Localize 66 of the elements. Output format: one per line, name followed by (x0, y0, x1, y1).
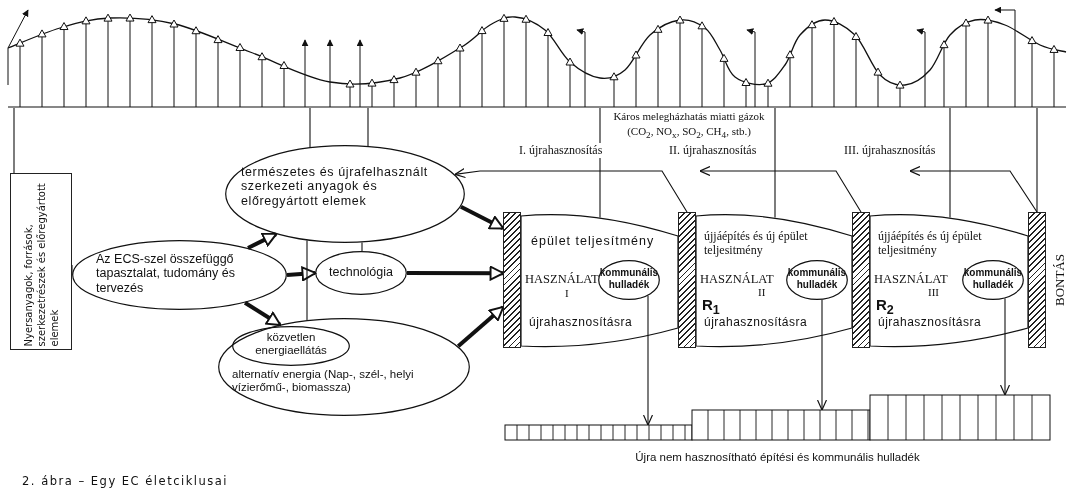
ellipse-label: alternatív energia (Nap-, szél-, helyi vízierőmű-, biomassza) (232, 368, 415, 395)
arrow (460, 204, 505, 231)
connector-line (309, 107, 311, 148)
life-stage-block (521, 212, 678, 348)
arrow (407, 265, 505, 281)
ellipse-node (218, 318, 470, 416)
ellipse-label: technológia (328, 265, 394, 280)
ellipse-label: Az ECS-szel összefüggő tapasztalat, tudomány és tervezés (96, 252, 236, 296)
edge-label: II. újrahasznosítás (668, 143, 758, 158)
stage-label: újrahasznosításra (704, 316, 808, 330)
arrow (642, 295, 654, 426)
stage-label: HASZNÁLAT (700, 272, 774, 287)
arrow (909, 165, 1038, 213)
ellipse-label: természetes és újrafelhasznált szerkezeti anyagok és előregyártott elemek (241, 165, 429, 209)
stage-label: újrahasznosításra (529, 316, 633, 330)
arrow (243, 301, 282, 327)
connector-line (367, 107, 369, 147)
ellipse-node (225, 145, 465, 243)
stage-label: újjáépítés és új épület teljesitmény (704, 230, 809, 258)
bar-caption: Újra nem hasznosítható építési és kommunális hulladék (634, 451, 921, 463)
life-stage-block (696, 212, 852, 348)
ellipse-label: közvetlen energiaellátás (254, 331, 328, 358)
stage-label: III (928, 286, 939, 299)
waste-bar (505, 395, 1050, 463)
ellipse-node (315, 251, 407, 295)
connector-line (13, 107, 15, 174)
ellipse-label: kommunális hulladék (786, 267, 848, 290)
stage-label: R$_{2}$ (876, 296, 894, 317)
ellipse-label: kommunális hulladék (599, 267, 660, 290)
ellipse-node (962, 260, 1024, 300)
arrow (816, 299, 828, 411)
connector-line (949, 107, 951, 218)
arrow (699, 165, 862, 213)
stage-label: I (565, 287, 569, 300)
arrow (456, 305, 505, 348)
stage-label: R$_{1}$ (702, 296, 720, 317)
hatched-wall (678, 212, 696, 348)
side-label: BONTÁS (1052, 253, 1068, 308)
stage-label: épület teljesítmény (531, 234, 655, 249)
stage-label: újjáépítés és új épület teljesitmény (878, 230, 983, 258)
arrow (247, 232, 278, 250)
connector-line (774, 107, 776, 218)
connector-line (361, 241, 363, 252)
stage-label: újrahasznosításra (878, 316, 982, 330)
figure-caption: 2. ábra – Egy EC életciklusai (22, 474, 229, 488)
hatched-wall (852, 212, 870, 348)
rotated-label: Nyersanyagok, források, szerkezetrészek és előregyártott elemek (21, 181, 61, 346)
stage-label: HASZNÁLAT (874, 272, 948, 287)
stage-label: HASZNÁLAT (525, 272, 599, 287)
connector-line (306, 239, 308, 321)
arrow (286, 266, 317, 282)
ellipse-node (232, 326, 350, 366)
hatched-wall (503, 212, 521, 348)
arrow (454, 168, 688, 213)
connector-line (1036, 107, 1038, 213)
ellipse-node (72, 240, 287, 310)
edge-label: I. újrahasznosítás (518, 143, 604, 158)
ellipse-node (786, 260, 848, 300)
hatched-wall (1028, 212, 1046, 348)
ellipse-label: kommunális hulladék (962, 267, 1024, 290)
life-stage-block (870, 212, 1028, 348)
edge-label: III. újrahasznosítás (843, 143, 937, 158)
arrow (999, 297, 1011, 396)
source-box (10, 173, 72, 350)
ellipse-node (598, 260, 660, 300)
stage-label: II (758, 286, 766, 299)
